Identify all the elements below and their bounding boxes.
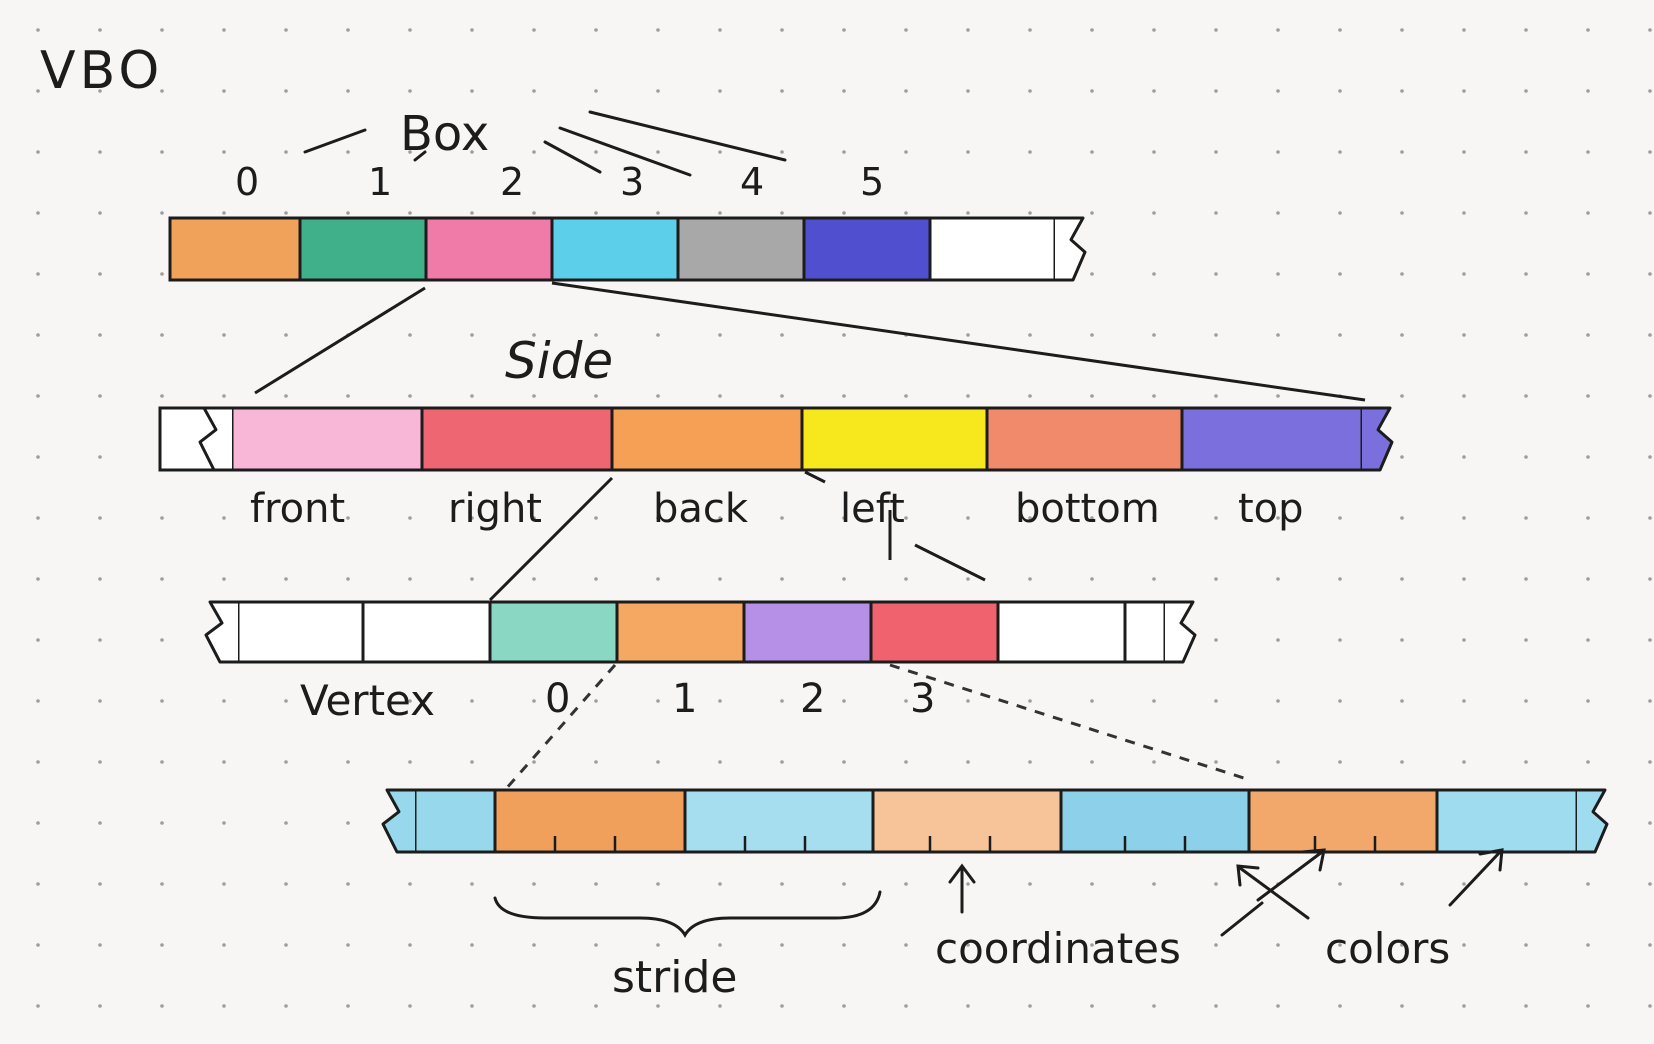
vertex-label: Vertex [300,676,435,725]
vertex-index-labels: 0 1 2 3 [545,676,935,722]
box-index-4: 4 [740,160,764,204]
coordinates-label: coordinates [935,924,1181,973]
vertex-break-right [1165,600,1197,664]
stride-brace [493,890,882,938]
box-index-1: 1 [368,160,392,204]
coordinates-arrow [948,863,976,914]
vertex-index-2: 2 [800,676,825,722]
box-label: Box [400,106,489,162]
vertex-index-3: 3 [910,676,935,722]
dot-grid [36,28,1652,1008]
box-index-5: 5 [860,160,884,204]
box-index-2: 2 [500,160,524,204]
vertex-index-1: 1 [672,676,697,722]
side-label-back: back [653,486,749,532]
side-cell-0 [230,406,424,472]
side-label: Side [505,332,613,390]
side-break-right [1362,406,1394,472]
side-label-bottom: bottom [1015,486,1160,532]
attr-cell-2 [683,788,875,854]
attr-cell-0 [413,788,497,854]
stride-label: stride [612,952,738,1003]
attr-break-right [1577,788,1609,854]
side-label-right: right [448,486,542,532]
box-index-3: 3 [620,160,644,204]
vertex-cell-4 [742,600,873,664]
box-index-0: 0 [235,160,259,204]
attr-cell-3 [871,788,1063,854]
vertex-cell-6 [996,600,1127,664]
zoom-lines-side-to-vertex [488,470,986,602]
vertex-cell-0 [236,600,365,664]
side-label-top: top [1238,486,1304,532]
vertex-cell-3 [615,600,746,664]
side-cell-4 [985,406,1184,472]
box-cell-1 [298,216,428,282]
vertex-break-left [204,600,238,664]
side-cell-1 [420,406,614,472]
side-cell-2 [610,406,804,472]
zoom-lines-vertex-to-attributes [503,663,1251,791]
attribute-row [381,788,1609,854]
box-cell-0 [168,216,302,282]
box-index-labels: 0 1 2 3 4 5 [235,160,884,204]
side-label-front: front [250,486,345,532]
zoom-lines-box-to-side [254,281,1366,402]
vertex-cell-5 [869,600,1000,664]
vertex-index-0: 0 [545,676,570,722]
colors-label: colors [1325,924,1450,973]
box-cell-2 [424,216,554,282]
box-cell-3 [550,216,680,282]
side-cell-5 [1180,406,1364,472]
side-label-left: left [840,486,905,532]
vertex-cell-2 [488,600,619,664]
vertex-cell-1 [361,600,492,664]
box-row [168,216,1087,282]
colors-arrows [1220,848,1504,937]
side-row [158,406,1394,472]
side-break-left [198,406,232,472]
diagram-title: VBO [40,41,163,101]
box-cell-6 [928,216,1057,282]
side-name-labels: front right back left bottom top [250,486,1304,532]
vertex-row [204,600,1197,664]
attr-cell-1 [493,788,687,854]
box-cell-5 [802,216,932,282]
box-break-right [1055,216,1087,282]
box-cell-4 [676,216,806,282]
attr-cell-5 [1247,788,1439,854]
box-label-rays [303,110,787,177]
attr-break-left [381,788,415,854]
attr-cell-4 [1059,788,1251,854]
vertex-cell-7 [1123,600,1167,664]
side-cell-3 [800,406,989,472]
attr-cell-6 [1435,788,1579,854]
